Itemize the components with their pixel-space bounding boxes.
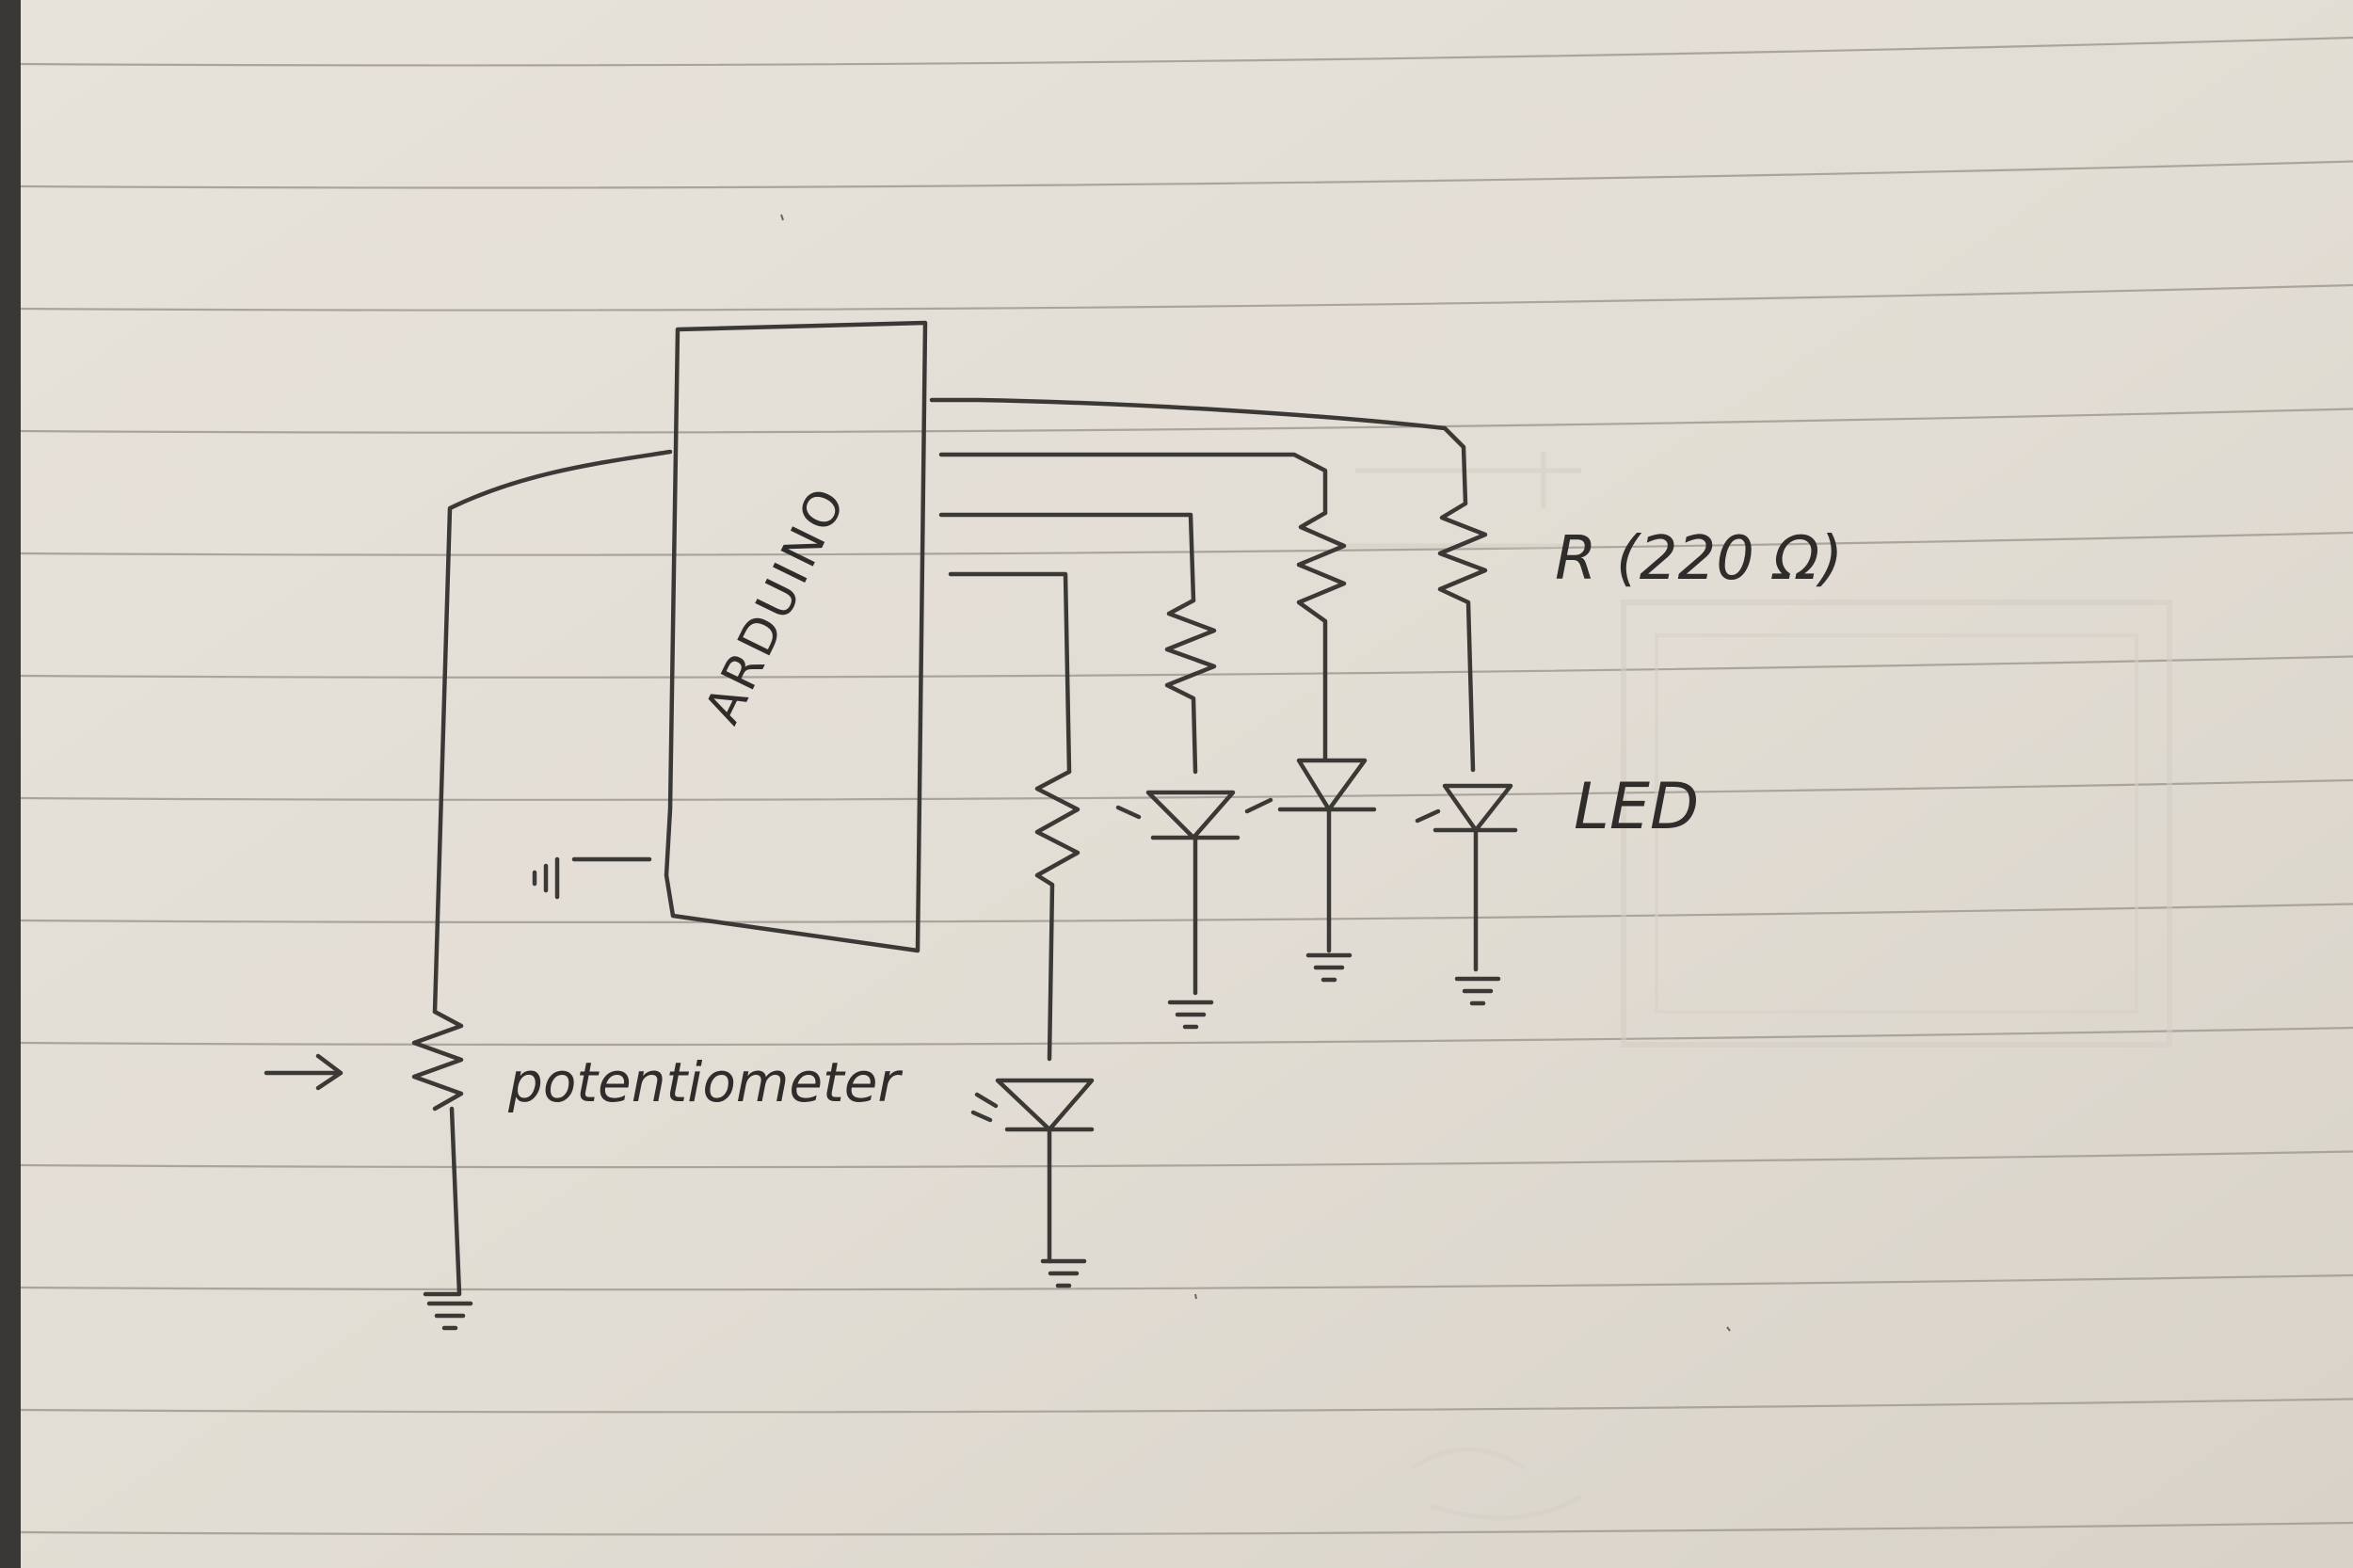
resistor-2 xyxy=(1164,598,1217,775)
ruled-line xyxy=(20,36,2353,67)
led-2 xyxy=(1115,790,1241,996)
ruled-line xyxy=(20,160,2353,189)
resistor-3 xyxy=(1296,510,1347,760)
resistor-value-label: R (220 Ω) xyxy=(1555,524,1843,594)
ruled-line xyxy=(20,778,2353,801)
resistor-4 xyxy=(1437,501,1488,773)
ruled-line xyxy=(20,531,2353,556)
resistor-1 xyxy=(1034,769,1080,1062)
led-branch-2 xyxy=(938,512,1241,1027)
potentiometer-wiper-arrow xyxy=(264,1053,344,1091)
ruled-lines xyxy=(20,36,2353,1536)
led-3 xyxy=(1244,758,1377,953)
show-through-marks xyxy=(1337,452,2172,1521)
led-branch-3 xyxy=(938,452,1377,980)
notebook-paper xyxy=(21,0,2353,1568)
potentiometer-branch: potentiometer xyxy=(264,449,903,1328)
led-label: LED xyxy=(1574,770,1699,844)
led-4 xyxy=(1415,783,1518,972)
ruled-line xyxy=(20,1150,2353,1169)
ruled-line xyxy=(20,1521,2353,1536)
ruled-line xyxy=(20,655,2353,679)
ruled-line xyxy=(20,1273,2353,1291)
led-branch-1 xyxy=(948,571,1095,1286)
ruled-line xyxy=(20,283,2353,312)
potentiometer-symbol xyxy=(411,1009,464,1112)
ruled-line xyxy=(20,408,2353,434)
led-1 xyxy=(970,1078,1095,1264)
ruled-line xyxy=(20,903,2353,924)
pencil-specks xyxy=(780,214,1731,1332)
led-branch-4 xyxy=(929,397,1518,1003)
arduino-ground-connection xyxy=(535,856,652,897)
ruled-line xyxy=(20,1398,2353,1414)
ruled-line xyxy=(20,1026,2353,1047)
potentiometer-label: potentiometer xyxy=(507,1050,903,1114)
